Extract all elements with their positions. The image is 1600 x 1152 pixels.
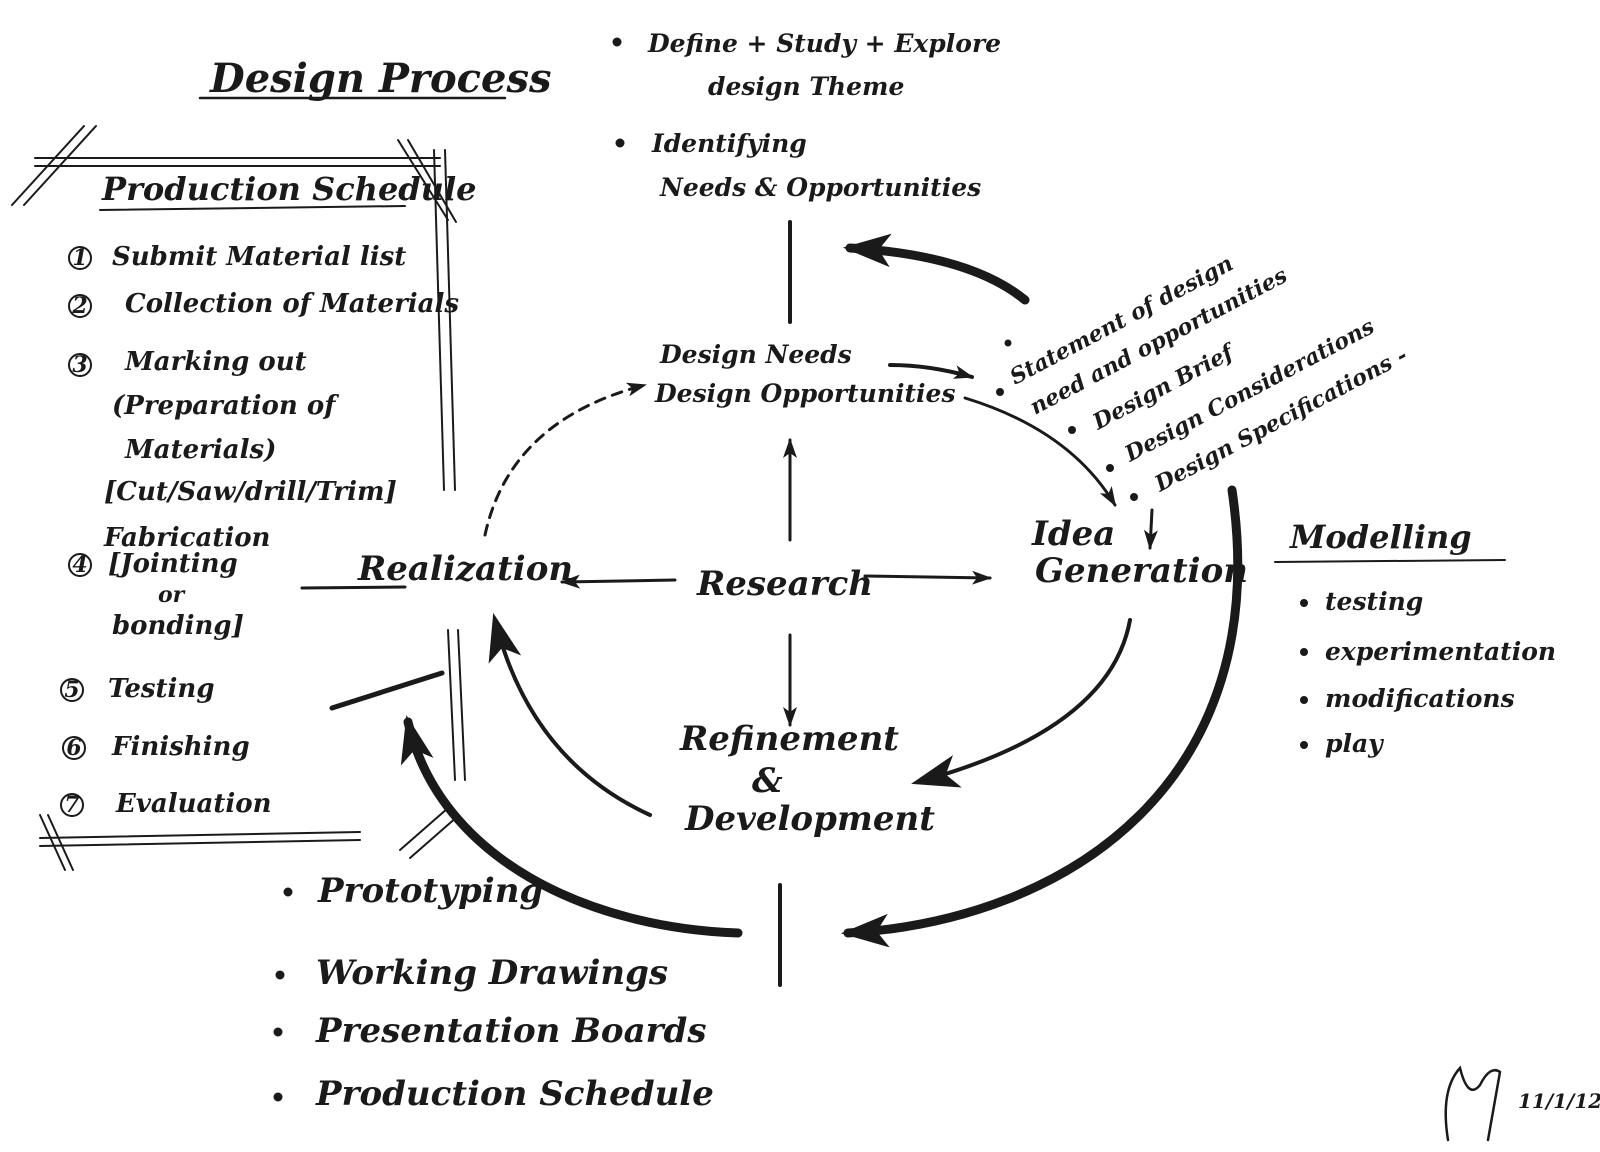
diagram-title: Design Process [209,55,552,102]
bullet-dot [615,138,625,148]
needs-notes: Statement of design need and opportuniti… [996,251,1412,501]
svg-text:(Preparation of: (Preparation of [112,391,339,421]
bullet-dot [1068,426,1076,434]
arrow-notes-to-idea [1143,508,1158,550]
svg-text:[Jointing: [Jointing [108,549,238,579]
title-group: Design Process [198,55,552,102]
bullet-dot [283,887,293,897]
modelling-item: testing [1325,587,1423,616]
node-idea-generation: Idea Generation [1031,514,1248,591]
bullet-dot [612,37,622,47]
svg-text:Evaluation: Evaluation [115,789,272,819]
bullet-dot [1300,599,1308,607]
top-note-2-line2: Needs & Opportunities [659,173,981,202]
outer-left-arc [400,714,743,938]
bullet-dot [1004,339,1012,347]
modelling-item: experimentation [1325,637,1556,666]
node-research: Research [696,564,873,604]
production-item-6: 6 Finishing [62,732,250,762]
svg-text:Development: Development [684,799,935,839]
bullet-dot [1300,648,1308,656]
signature-mark [1444,1065,1502,1142]
arrow-idea-to-refinement [911,618,1132,788]
bullet-dot [275,970,285,980]
top-note-1-line1: Define + Study + Explore [647,29,1001,58]
outer-loop [329,220,1243,987]
arrow-to-identifying [842,233,1030,305]
svg-text:&: & [752,761,783,801]
production-schedule: Production Schedule 1 Submit Material li… [60,170,476,819]
svg-text:bonding]: bonding] [112,611,244,641]
svg-text:4: 4 [72,552,87,578]
arrow-realization-to-needs [483,382,647,537]
arrow-to-realization [560,574,677,589]
svg-text:[Cut/Saw/drill/Trim]: [Cut/Saw/drill/Trim] [104,477,397,507]
output-item: Prototyping [317,871,543,911]
svg-text:Submit Material list: Submit Material list [112,242,406,272]
svg-text:Generation: Generation [1035,551,1248,591]
svg-text:3: 3 [72,352,87,378]
svg-text:Design Needs: Design Needs [659,340,852,369]
modelling-item: play [1325,729,1384,758]
realization-outputs: Prototyping Working Drawings Presentatio… [273,871,714,1114]
arrow-needs-to-notes [888,363,974,379]
output-item: Presentation Boards [315,1011,706,1051]
top-note-2-line1: Identifying [651,129,807,158]
signature: 11/1/12 [1444,1065,1600,1142]
production-item-1: 1 Submit Material list [68,242,406,272]
production-heading: Production Schedule [101,170,476,208]
arrow-needs-to-idea [963,396,1117,507]
bullet-dot [1106,464,1114,472]
svg-text:Realization: Realization [357,549,573,589]
signature-date: 11/1/12 [1518,1089,1600,1113]
production-item-4: 4 Fabrication [Jointing or bonding] [68,523,270,641]
svg-text:Fabrication: Fabrication [103,523,270,553]
svg-text:Marking out: Marking out [124,347,307,377]
svg-text:6: 6 [66,735,81,761]
inner-cycle [483,363,1158,817]
svg-text:Idea: Idea [1031,514,1115,554]
arrow-refinement-to-realization [488,613,652,817]
top-notes: Define + Study + Explore design Theme Id… [612,29,1001,202]
svg-text:or: or [158,582,186,608]
svg-text:Finishing: Finishing [111,732,250,762]
left-bar [329,670,445,711]
svg-text:Materials): Materials) [124,435,276,465]
research-arrows [560,438,992,727]
production-item-2: 2 Collection of Materials [68,289,459,319]
bullet-dot [273,1027,283,1037]
svg-text:2: 2 [71,293,87,319]
svg-text:1: 1 [72,245,87,271]
bullet-dot [1300,741,1308,749]
svg-text:Collection of Materials: Collection of Materials [125,289,459,319]
modelling-item: modifications [1325,684,1515,713]
svg-text:Testing: Testing [108,674,215,704]
production-frame [11,125,466,871]
production-item-5: 5 Testing [60,674,215,704]
outer-right-arc [840,485,1243,948]
node-refinement: Refinement & Development [679,719,935,839]
svg-text:7: 7 [64,792,80,818]
node-realization: Realization [300,549,573,590]
svg-text:Design Opportunities: Design Opportunities [654,379,956,408]
node-design-needs: Design Needs Design Opportunities [654,340,956,408]
bullet-dot [273,1092,283,1102]
output-item: Working Drawings [316,953,668,993]
production-item-3: 3 Marking out (Preparation of Materials)… [68,347,397,507]
svg-text:5: 5 [64,677,79,703]
output-item: Production Schedule [315,1074,714,1114]
arrow-to-idea [863,570,992,585]
bullet-dot [1130,493,1138,501]
bullet-dot [1300,696,1308,704]
bullet-dot [996,388,1004,396]
top-note-1-line2: design Theme [708,72,904,101]
production-item-7: 7 Evaluation [60,789,272,819]
modelling: Modelling testing experimentation modifi… [1274,518,1556,758]
modelling-heading: Modelling [1289,518,1472,556]
